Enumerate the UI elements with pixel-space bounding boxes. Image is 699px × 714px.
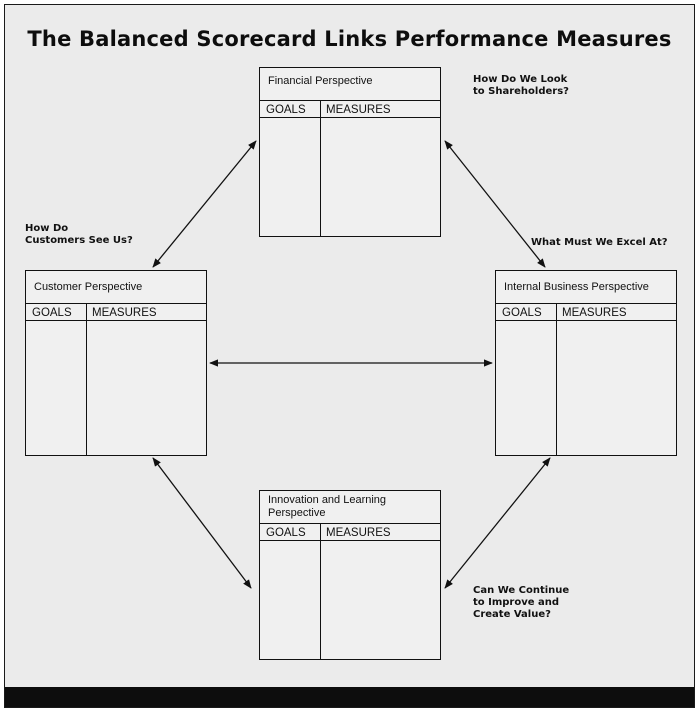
arrow-innovation-internal: [444, 457, 551, 589]
diagram-frame: The Balanced Scorecard Links Performance…: [4, 4, 695, 708]
connector-arrows: [152, 140, 551, 589]
innovation-goals-header: GOALS: [260, 524, 320, 541]
innovation-measures-header: MEASURES: [320, 524, 440, 541]
customer-perspective-title: Customer Perspective: [26, 271, 206, 304]
question-shareholders: How Do We Look to Shareholders?: [473, 74, 569, 97]
bottom-bar: [5, 687, 694, 707]
arrow-customer-financial: [152, 140, 257, 268]
financial-goals-header: GOALS: [260, 101, 320, 118]
financial-measures-header: MEASURES: [320, 101, 440, 118]
arrow-customer-innovation: [152, 457, 252, 589]
financial-column-divider: [320, 101, 321, 236]
customer-column-divider: [86, 304, 87, 455]
diagram-title: The Balanced Scorecard Links Performance…: [27, 27, 672, 51]
customer-perspective-box: Customer Perspective GOALS MEASURES: [25, 270, 207, 456]
innovation-column-divider: [320, 524, 321, 659]
financial-perspective-box: Financial Perspective GOALS MEASURES: [259, 67, 441, 237]
question-customers: How Do Customers See Us?: [25, 223, 133, 246]
internal-goals-header: GOALS: [496, 304, 556, 321]
internal-business-perspective-box: Internal Business Perspective GOALS MEAS…: [495, 270, 677, 456]
customer-goals-header: GOALS: [26, 304, 86, 321]
internal-business-perspective-title: Internal Business Perspective: [496, 271, 676, 304]
financial-perspective-title: Financial Perspective: [260, 68, 440, 101]
internal-column-divider: [556, 304, 557, 455]
question-excel: What Must We Excel At?: [531, 237, 668, 248]
question-improve: Can We Continue to Improve and Create Va…: [473, 585, 570, 620]
innovation-learning-perspective-box: Innovation and Learning Perspective GOAL…: [259, 490, 441, 660]
innovation-learning-perspective-title: Innovation and Learning Perspective: [260, 491, 440, 524]
arrow-financial-internal: [444, 140, 546, 268]
internal-measures-header: MEASURES: [556, 304, 676, 321]
customer-measures-header: MEASURES: [86, 304, 206, 321]
